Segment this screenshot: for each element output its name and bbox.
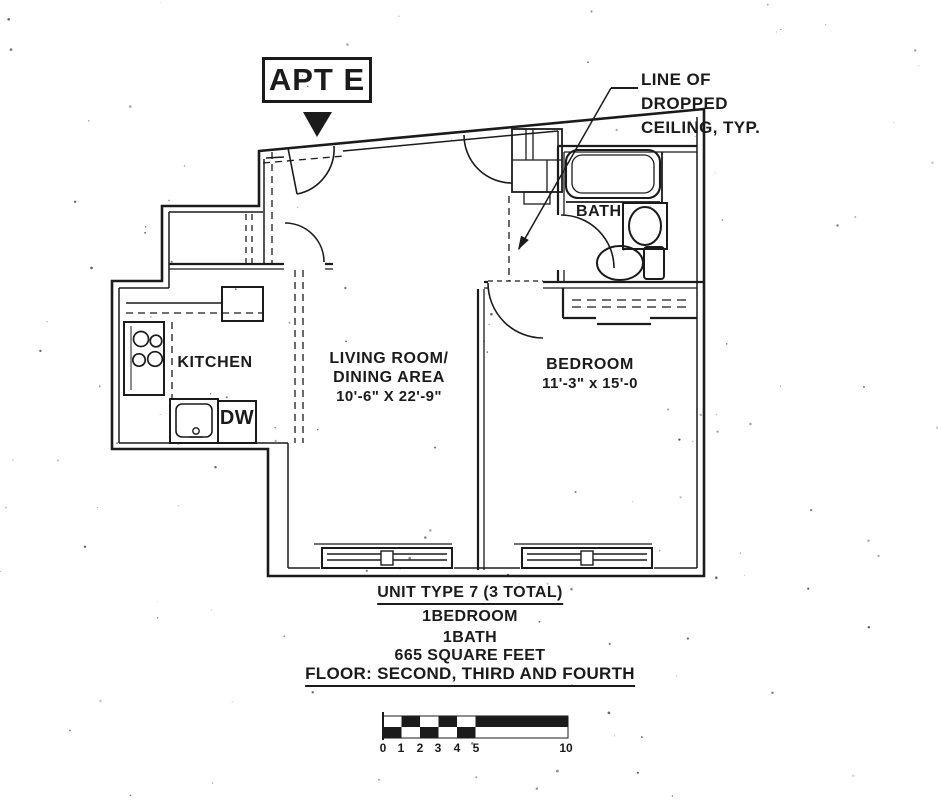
scale-label-3: 3 xyxy=(434,741,442,755)
stove xyxy=(123,321,165,396)
bedroom-window xyxy=(521,547,653,569)
scale-label-2: 2 xyxy=(416,741,424,755)
dropped-ceiling-lines xyxy=(126,152,510,443)
title-unit-type: UNIT TYPE 7 (3 TOTAL) xyxy=(377,584,563,605)
dishwasher-label: DW xyxy=(219,407,255,429)
scale-label-10: 10 xyxy=(559,741,573,755)
living-room-label-line1: LIVING ROOM/ xyxy=(329,350,449,367)
apt-label: APT E xyxy=(268,62,366,97)
title-area: 665 SQUARE FEET xyxy=(394,647,546,664)
scale-label-5: 5 xyxy=(472,741,480,755)
scale-label-1: 1 xyxy=(397,741,405,755)
bath-label: BATH xyxy=(576,203,622,220)
living-room-dimensions: 10'-6" X 22'-9" xyxy=(336,388,442,405)
ceiling-note-line1: LINE OF xyxy=(641,70,711,89)
bath-door xyxy=(560,214,615,269)
hall-closet-door xyxy=(284,222,325,263)
entry-closet xyxy=(511,128,563,205)
apt-marker-arrow-icon xyxy=(303,112,332,137)
bedroom-closet xyxy=(561,288,697,326)
scale-bar xyxy=(382,712,569,740)
scale-label-4: 4 xyxy=(453,741,461,755)
ceiling-note-line3: CEILING, TYP. xyxy=(641,118,761,137)
kitchen-label: KITCHEN xyxy=(177,354,253,371)
ceiling-note-line2: DROPPED xyxy=(641,94,728,113)
toilet xyxy=(596,245,665,281)
apt-label-box: APT E xyxy=(262,57,372,103)
bathtub xyxy=(564,148,662,200)
title-floors-text: FLOOR: SECOND, THIRD AND FOURTH xyxy=(305,664,635,687)
bedroom-label: BEDROOM xyxy=(546,356,634,373)
hall-closet xyxy=(245,214,253,263)
refrigerator xyxy=(221,286,264,322)
dishwasher xyxy=(217,400,257,444)
entry-closet-door xyxy=(463,134,513,184)
ceiling-note-leader xyxy=(518,87,638,250)
interior-walls xyxy=(169,144,704,570)
scale-label-0: 0 xyxy=(379,741,387,755)
bedroom-door xyxy=(487,280,544,339)
entry-door xyxy=(287,145,335,195)
title-bedrooms: 1BEDROOM xyxy=(422,608,518,625)
bath-sink xyxy=(622,202,668,250)
title-unit-type-text: UNIT TYPE 7 (3 TOTAL) xyxy=(377,584,563,605)
kitchen-sink xyxy=(169,398,219,444)
title-baths: 1BATH xyxy=(442,629,498,646)
living-room-window xyxy=(321,547,453,569)
title-floors: FLOOR: SECOND, THIRD AND FOURTH xyxy=(305,664,635,687)
living-room-label-line2: DINING AREA xyxy=(333,369,445,386)
bedroom-dimensions: 11'-3" x 15'-0 xyxy=(542,375,638,392)
exterior-walls xyxy=(110,107,706,578)
